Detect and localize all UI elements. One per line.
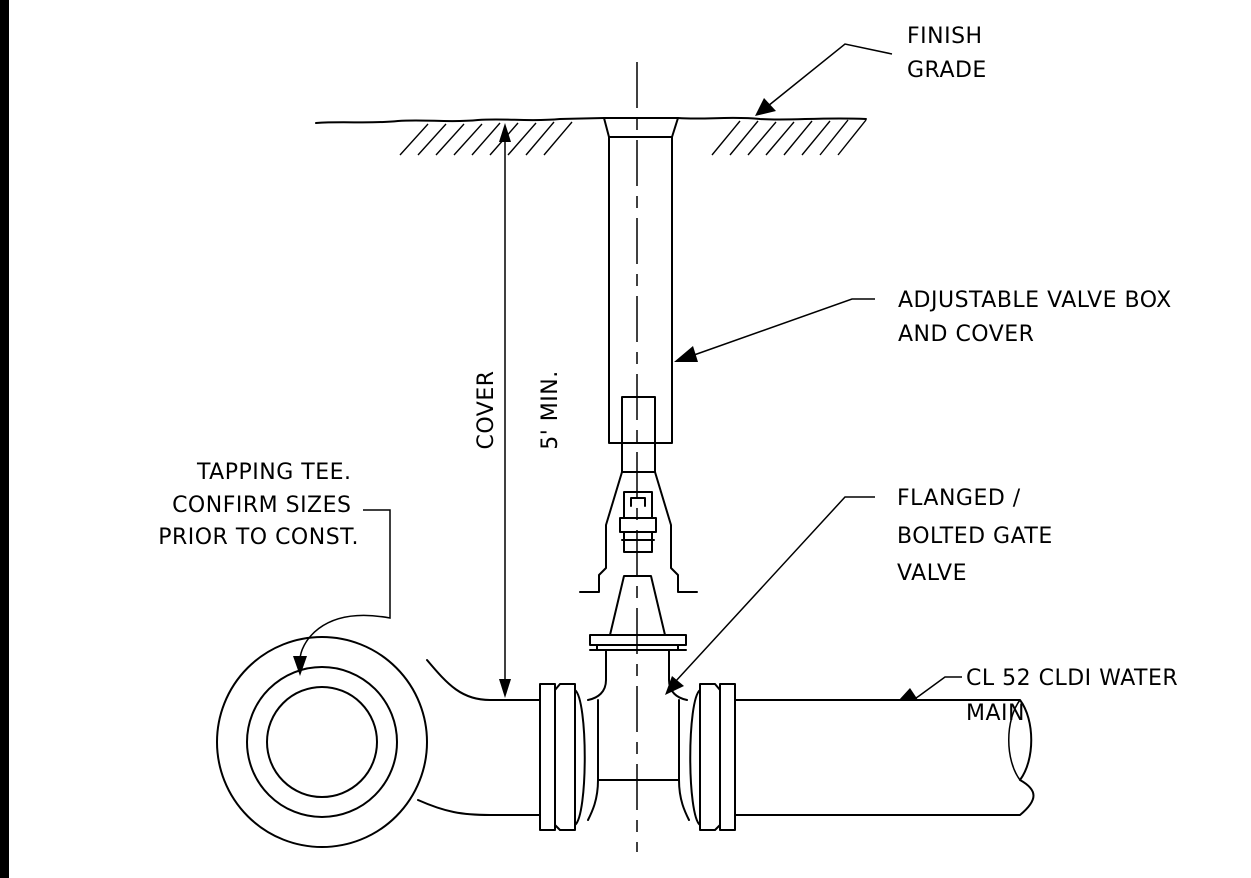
flange-left-outer [539,683,556,831]
nut-collar [619,517,657,533]
operating-nut [623,491,653,519]
valve-body-bottom [587,699,690,821]
tapping-tee-outlet [417,659,541,816]
label-water-main: CL 52 CLDI WATER MAIN [966,666,1186,726]
label-tapping-tee: TAPPING TEE. CONFIRM SIZES PRIOR TO CONS… [158,460,359,550]
stem-packing [623,531,653,553]
arrow-water-main [899,688,918,700]
leader-water-main [912,676,962,701]
valve-box-lower-flare [579,471,698,593]
arrow-finish-grade [755,98,776,116]
valve-body [587,649,688,701]
label-gate-valve: FLANGED / BOLTED GATE VALVE [897,486,1060,586]
soil-hatching-right [711,119,867,156]
tapping-tee-middle-ring [246,666,398,818]
tapping-tee-pipe-ring [266,686,378,798]
valve-box-lower-section [621,396,656,473]
label-valve-box: ADJUSTABLE VALVE BOX AND COVER [898,288,1179,347]
leader-gate-valve [674,496,875,683]
pipe-break-symbol [1008,699,1021,781]
valve-box-top [603,117,679,138]
label-cover: COVER [474,370,499,449]
arrow-valve-box [674,346,698,362]
finish-grade-line [315,116,867,124]
bonnet-flange [589,634,687,646]
arrow-tapping-tee [293,656,307,676]
valve-box-body [608,136,673,444]
sheet-border-left [0,0,9,878]
leader-finish-grade [767,43,893,107]
tapping-tee-outer-ring [216,636,428,848]
label-min-depth: 5' MIN. [538,370,563,449]
label-finish-grade: FINISH GRADE [907,24,990,83]
soil-hatching-left [399,121,573,156]
leader-valve-box [693,298,875,356]
flange-right-outer [719,683,736,831]
dimension-arrow-bottom [499,679,511,698]
arrow-gate-valve [665,676,684,695]
flange-left-inner [554,683,586,831]
water-main-pipe [734,699,1035,816]
dimension-arrow-top [499,123,511,142]
flange-right-inner [689,683,721,831]
leader-tapping-tee [299,509,391,661]
